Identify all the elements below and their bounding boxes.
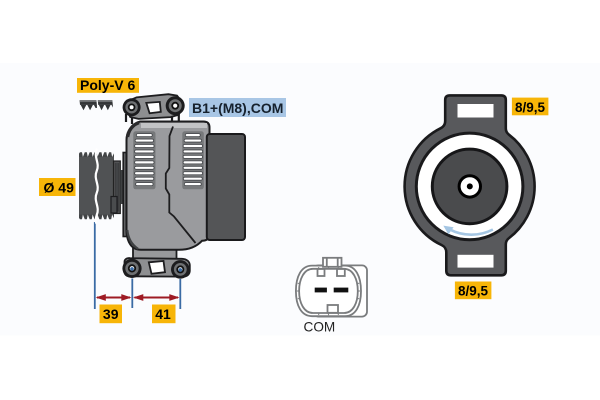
svg-text:B1+(M8),COM: B1+(M8),COM xyxy=(192,100,283,116)
svg-text:Poly-V 6: Poly-V 6 xyxy=(80,77,135,93)
svg-text:COM: COM xyxy=(304,320,336,335)
svg-text:39: 39 xyxy=(103,306,119,322)
svg-text:41: 41 xyxy=(155,306,171,322)
svg-text:8/9,5: 8/9,5 xyxy=(515,100,546,115)
svg-text:Ø 49: Ø 49 xyxy=(44,180,75,196)
svg-text:8/9,5: 8/9,5 xyxy=(458,284,489,299)
